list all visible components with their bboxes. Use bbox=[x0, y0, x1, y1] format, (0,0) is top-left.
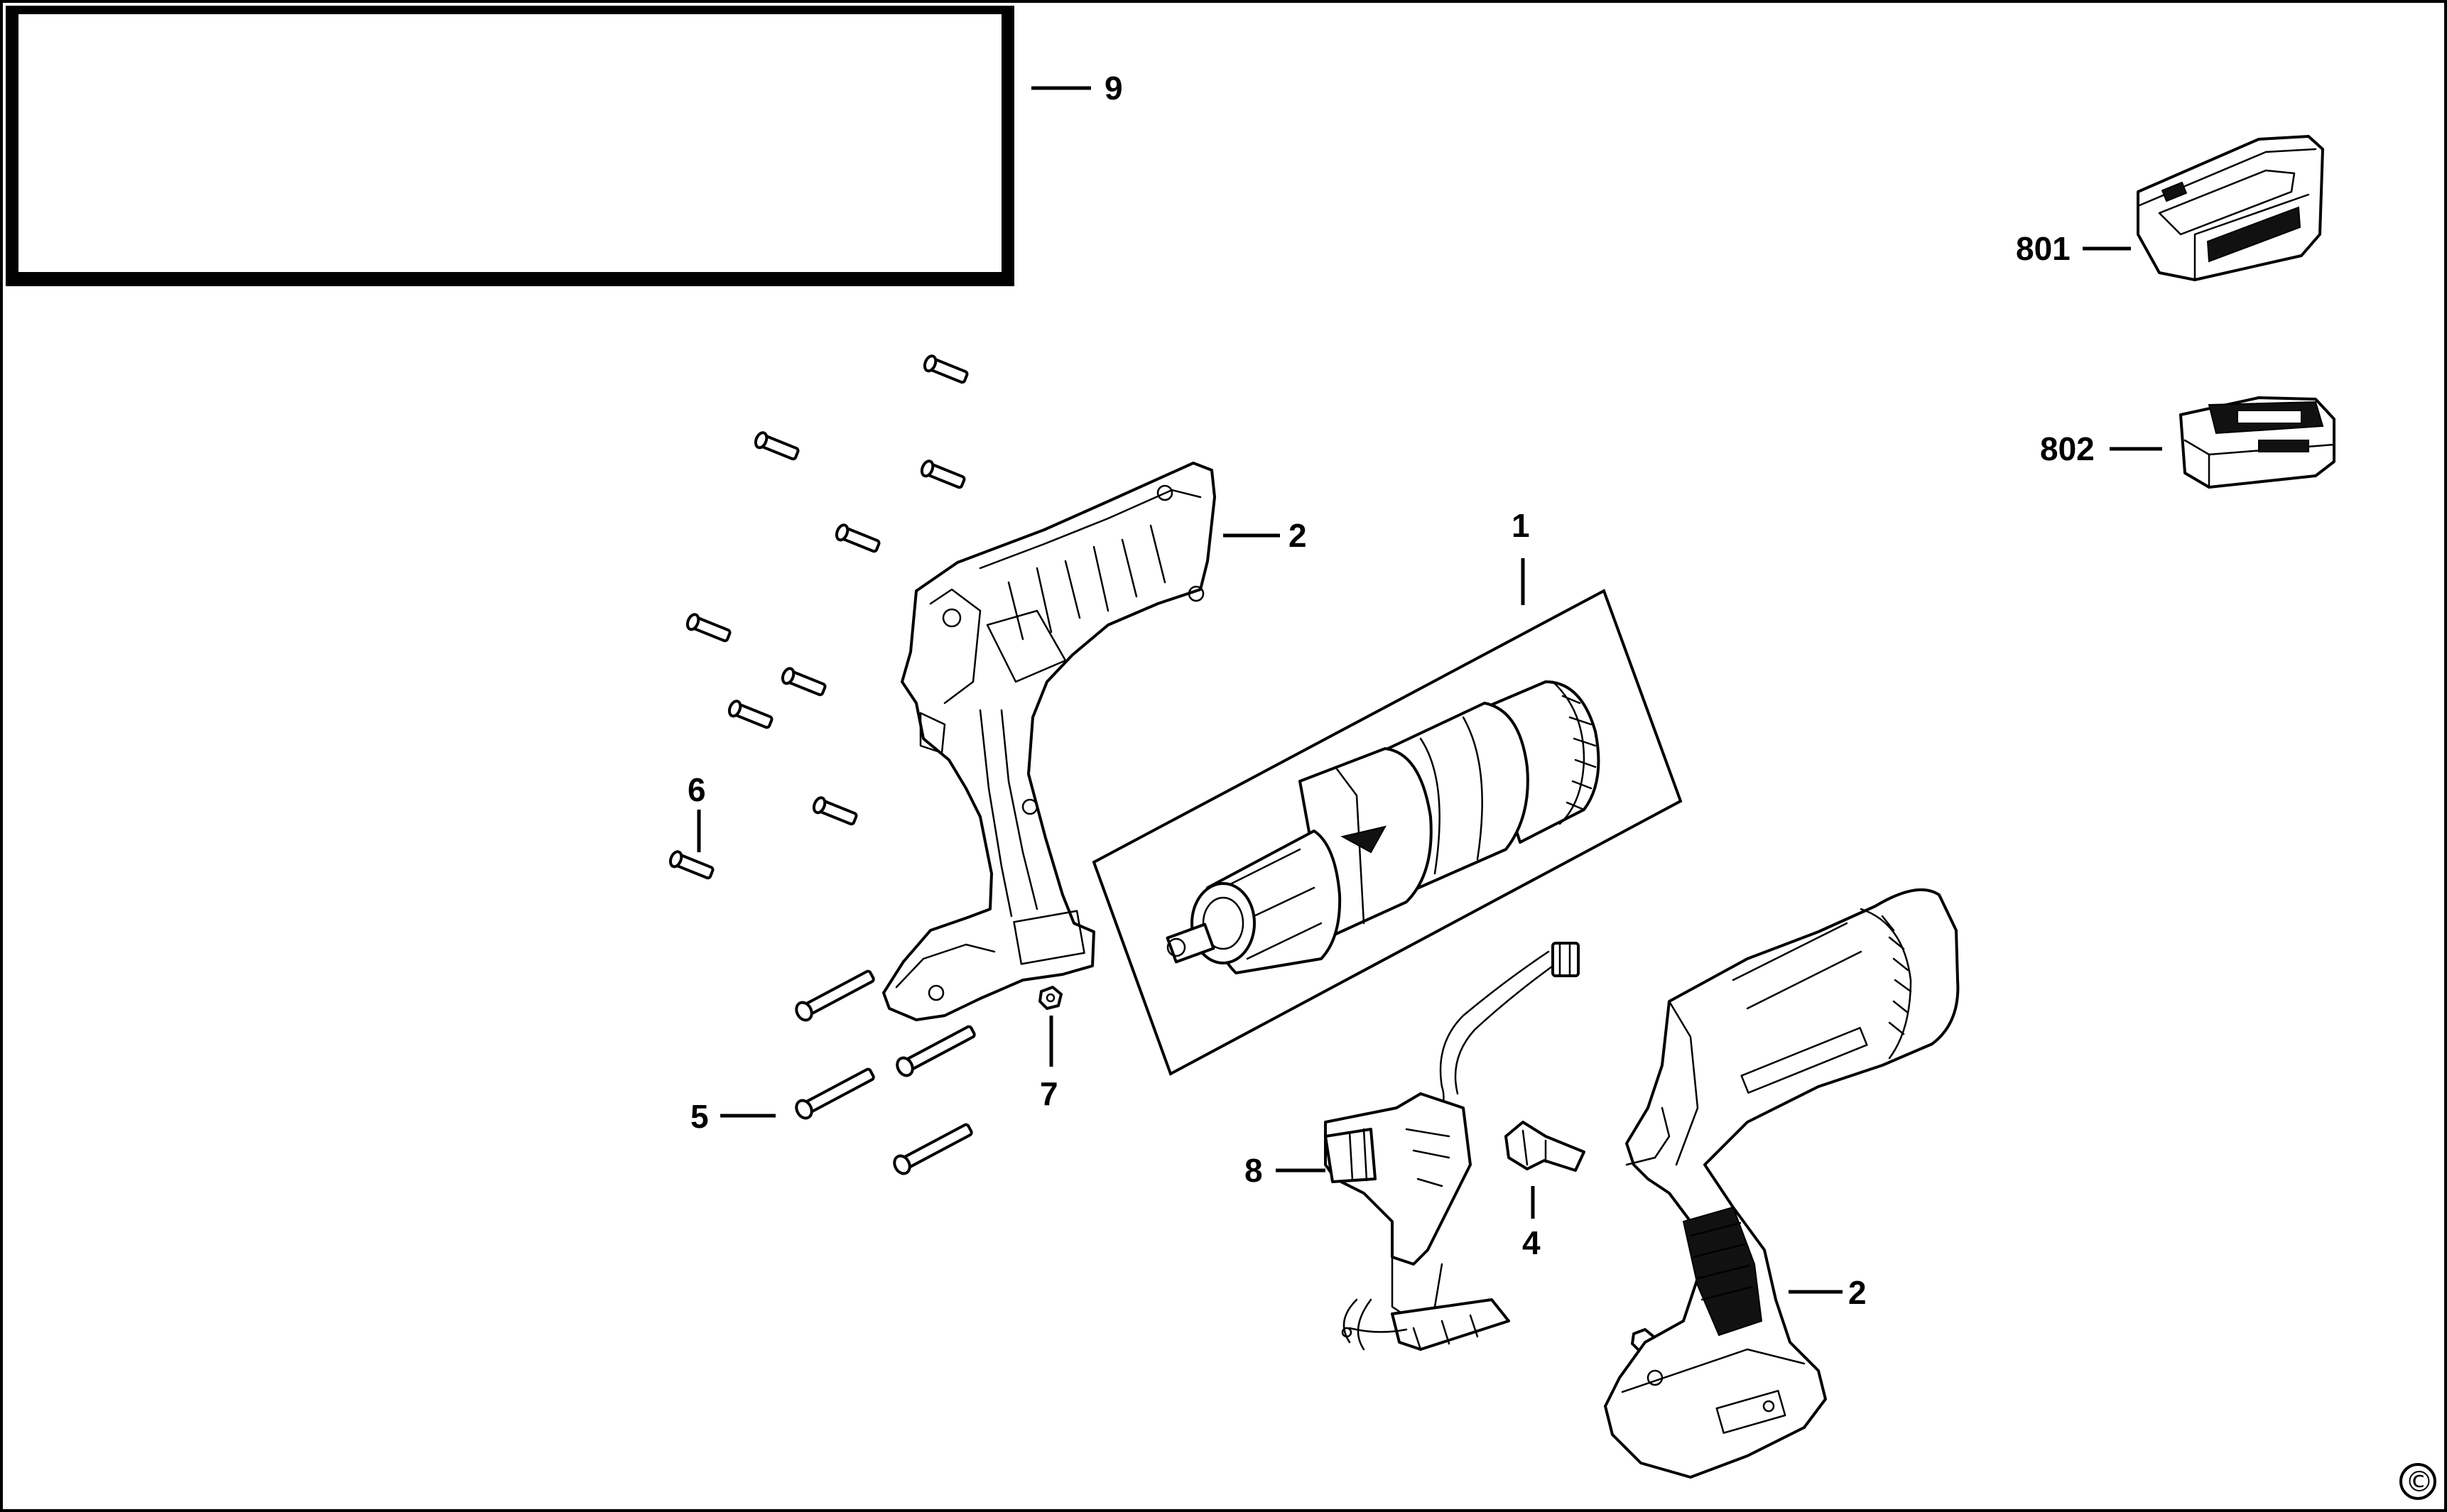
callout-801: 801 bbox=[2016, 230, 2071, 267]
copyright-symbol: © bbox=[2405, 1466, 2434, 1499]
switch-wiring-icon bbox=[1324, 942, 1580, 1351]
short-screw-icon bbox=[668, 354, 969, 880]
title-box bbox=[6, 6, 1014, 286]
callout-7: 7 bbox=[1040, 1075, 1058, 1112]
callout-9: 9 bbox=[1105, 70, 1123, 107]
callout-2-right: 2 bbox=[1848, 1274, 1867, 1311]
housing-half-right-icon bbox=[1604, 888, 1960, 1479]
callout-1: 1 bbox=[1512, 507, 1530, 544]
callout-2-left: 2 bbox=[1288, 517, 1307, 554]
copyright-mark: © bbox=[2399, 1463, 2436, 1500]
callout-4: 4 bbox=[1522, 1224, 1541, 1261]
charger-icon bbox=[2137, 135, 2324, 281]
forward-reverse-slider-icon bbox=[1504, 1121, 1585, 1172]
motor-gearbox-assembly-icon bbox=[1092, 589, 1683, 1076]
callout-8: 8 bbox=[1244, 1152, 1263, 1189]
housing-half-left-icon bbox=[882, 462, 1216, 1021]
callout-802: 802 bbox=[2040, 430, 2095, 467]
battery-pack-icon bbox=[2179, 396, 2335, 489]
long-screw-icon bbox=[795, 969, 976, 1175]
callout-5: 5 bbox=[690, 1098, 709, 1135]
callout-6: 6 bbox=[688, 771, 706, 808]
leader-lines bbox=[697, 86, 2162, 1294]
